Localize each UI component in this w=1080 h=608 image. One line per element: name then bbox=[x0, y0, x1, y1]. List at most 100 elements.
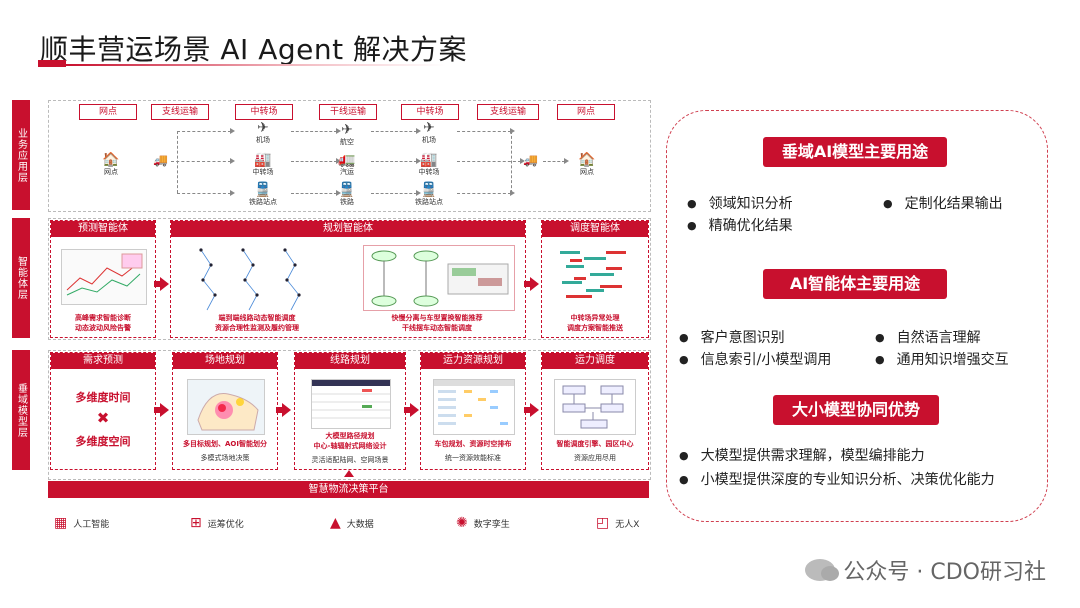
warehouse-icon: 🏭 bbox=[254, 152, 272, 168]
right-arrow-icon bbox=[524, 403, 539, 417]
air-transport: ✈ 航空 bbox=[327, 123, 367, 147]
hub-2: 🏭 中转场 bbox=[409, 153, 449, 177]
layer-label-business: 业务应用层 bbox=[12, 100, 30, 210]
dispatch-agent-panel: 调度智能体 中转场异常处理 调度方案智能推送 bbox=[541, 220, 649, 338]
tag-outlet-2: 网点 bbox=[557, 104, 615, 120]
tag-outlet-1: 网点 bbox=[79, 104, 137, 120]
title-accent-bar bbox=[38, 60, 66, 67]
bullet-precise-optimization: 精确优化结果 bbox=[687, 215, 793, 235]
bullet-nlu: 自然语言理解 bbox=[875, 327, 981, 347]
decision-platform-bar: 智慧物流决策平台 bbox=[48, 481, 649, 498]
site-map-thumbnail bbox=[187, 379, 265, 435]
dispatch-agent-title: 调度智能体 bbox=[542, 221, 648, 237]
footer-item-operations: ⊞ 运筹优化 bbox=[190, 515, 244, 531]
flow-arrow bbox=[457, 190, 515, 196]
predict-agent-thumbnail bbox=[61, 249, 147, 305]
dispatch-agent-thumbnail bbox=[556, 247, 634, 309]
plan-agent-title: 规划智能体 bbox=[171, 221, 525, 237]
destination-outlet: 🏠 网点 bbox=[567, 153, 607, 177]
demand-space-dimension: 多维度空间 bbox=[75, 435, 131, 448]
flow-arrow bbox=[291, 128, 341, 134]
capacity-planning-title: 运力资源规划 bbox=[421, 353, 525, 369]
route-network-thumbnail bbox=[191, 245, 321, 315]
badge-vertical-model-uses: 垂域AI模型主要用途 bbox=[763, 137, 947, 167]
flow-arrow bbox=[371, 158, 421, 164]
route-table-thumbnail bbox=[311, 379, 391, 429]
origin-outlet: 🏠 网点 bbox=[91, 153, 131, 177]
warehouse-icon: 🏠 bbox=[102, 152, 120, 168]
benefits-card: 垂域AI模型主要用途 领域知识分析 定制化结果输出 精确优化结果 AI智能体主要… bbox=[666, 110, 1048, 522]
watermark: 公众号 · CDO研习社 bbox=[805, 554, 1046, 586]
tag-branch-transport-1: 支线运输 bbox=[151, 104, 209, 120]
rail-station-2: 🚆 铁路站点 bbox=[409, 183, 449, 207]
flow-arrow bbox=[291, 158, 341, 164]
train-icon: 🚆 bbox=[338, 182, 356, 198]
footer-item-bigdata: ▲ 大数据 bbox=[330, 515, 374, 531]
flow-arrow bbox=[371, 128, 421, 134]
demand-forecast-title: 需求预测 bbox=[51, 353, 155, 369]
badge-collaboration-advantages: 大小模型协同优势 bbox=[773, 395, 939, 425]
dispatch-model-caption: 智能调度引擎、园区中心 bbox=[556, 440, 634, 448]
flow-arrow bbox=[371, 190, 421, 196]
plan-agent-caption-1: 端到端线路动态智能调度 资源合理性监测及履约管理 bbox=[215, 314, 299, 332]
unmanned-icon: ◰ bbox=[596, 515, 610, 531]
site-planning-caption: 多目标规划、AOI智能划分 bbox=[183, 440, 267, 448]
dispatch-model-panel: 运力调度 智能调度引擎、园区中心 资源应用尽用 bbox=[541, 352, 649, 470]
badge-agent-uses: AI智能体主要用途 bbox=[763, 269, 947, 299]
business-layer: 网点 支线运输 中转场 干线运输 中转场 支线运输 网点 🏠 网点 🚚 ✈ 机场… bbox=[48, 100, 651, 212]
bullet-domain-knowledge: 领域知识分析 bbox=[687, 193, 793, 213]
bullet-info-index: 信息索引/小模型调用 bbox=[679, 349, 832, 369]
site-planning-panel: 场地规划 多目标规划、AOI智能划分 多模式场地决策 bbox=[172, 352, 278, 470]
route-planning-panel: 线路规划 大模型路径规划 中心-轴辐射式网络设计 灵活适配陆网、空网场景 bbox=[294, 352, 406, 470]
flow-arrow bbox=[543, 158, 569, 164]
tag-hub-2: 中转场 bbox=[401, 104, 459, 120]
rail-transport: 🚆 铁路 bbox=[327, 183, 367, 207]
digital-twin-icon: ✺ bbox=[456, 515, 468, 531]
right-arrow-icon bbox=[154, 277, 169, 291]
dispatch-model-title: 运力调度 bbox=[542, 353, 648, 369]
footer-item-unmanned: ◰ 无人X bbox=[596, 515, 640, 531]
train-icon: 🚆 bbox=[254, 182, 272, 198]
operations-icon: ⊞ bbox=[190, 515, 202, 531]
footer-item-digital-twin: ✺ 数字孪生 bbox=[456, 515, 510, 531]
route-planning-caption: 大模型路径规划 中心-轴辐射式网络设计 bbox=[313, 432, 387, 450]
route-planning-subtitle: 灵活适配陆网、空网场景 bbox=[311, 456, 389, 464]
warehouse-icon: 🏭 bbox=[420, 152, 438, 168]
vehicle-recommend-thumbnail bbox=[363, 245, 515, 311]
capacity-planning-caption: 车包规划、资源时空排布 bbox=[434, 440, 512, 448]
train-icon: 🚆 bbox=[420, 182, 438, 198]
flow-arrow bbox=[291, 190, 341, 196]
flow-arrow bbox=[171, 158, 235, 164]
flow-arrow bbox=[457, 158, 525, 164]
route-planning-title: 线路规划 bbox=[295, 353, 405, 369]
up-arrow-icon bbox=[344, 470, 354, 477]
bullet-knowledge-interaction: 通用知识增强交互 bbox=[875, 349, 1009, 369]
truck-icon: 🚛 bbox=[338, 152, 356, 168]
bullet-small-model: 小模型提供深度的专业知识分析、决策优化能力 bbox=[679, 469, 995, 489]
page-title: 顺丰营运场景 AI Agent 解决方案 bbox=[40, 33, 467, 66]
hub-1: 🏭 中转场 bbox=[243, 153, 283, 177]
predict-agent-title: 预测智能体 bbox=[51, 221, 155, 237]
footer-item-ai: ▦ 人工智能 bbox=[54, 515, 110, 531]
capacity-table-thumbnail bbox=[433, 379, 515, 435]
tag-hub-1: 中转场 bbox=[235, 104, 293, 120]
bullet-intent-recognition: 客户意图识别 bbox=[679, 327, 785, 347]
bullet-large-model: 大模型提供需求理解，模型编排能力 bbox=[679, 445, 925, 465]
airport-2: ✈ 机场 bbox=[409, 121, 449, 145]
dispatch-flow-thumbnail bbox=[554, 379, 636, 435]
demand-time-dimension: 多维度时间 bbox=[75, 391, 131, 404]
airport-1: ✈ 机场 bbox=[243, 121, 283, 145]
branch-connector bbox=[177, 131, 179, 193]
right-arrow-icon bbox=[404, 403, 419, 417]
title-underline bbox=[66, 64, 446, 66]
ai-icon: ▦ bbox=[54, 515, 68, 531]
tag-trunk-transport: 干线运输 bbox=[319, 104, 377, 120]
demand-forecast-panel: 需求预测 多维度时间 ✖ 多维度空间 bbox=[50, 352, 156, 470]
wechat-icon bbox=[805, 559, 840, 581]
capacity-planning-subtitle: 统一资源效能标准 bbox=[445, 454, 501, 462]
plane-icon: ✈ bbox=[423, 120, 435, 136]
right-arrow-icon bbox=[154, 403, 169, 417]
truck-icon: 🚚 bbox=[153, 153, 168, 167]
predict-agent-caption: 高峰需求智能诊断 动态波动风险告警 bbox=[75, 314, 131, 332]
warehouse-icon: 🏠 bbox=[578, 152, 596, 168]
